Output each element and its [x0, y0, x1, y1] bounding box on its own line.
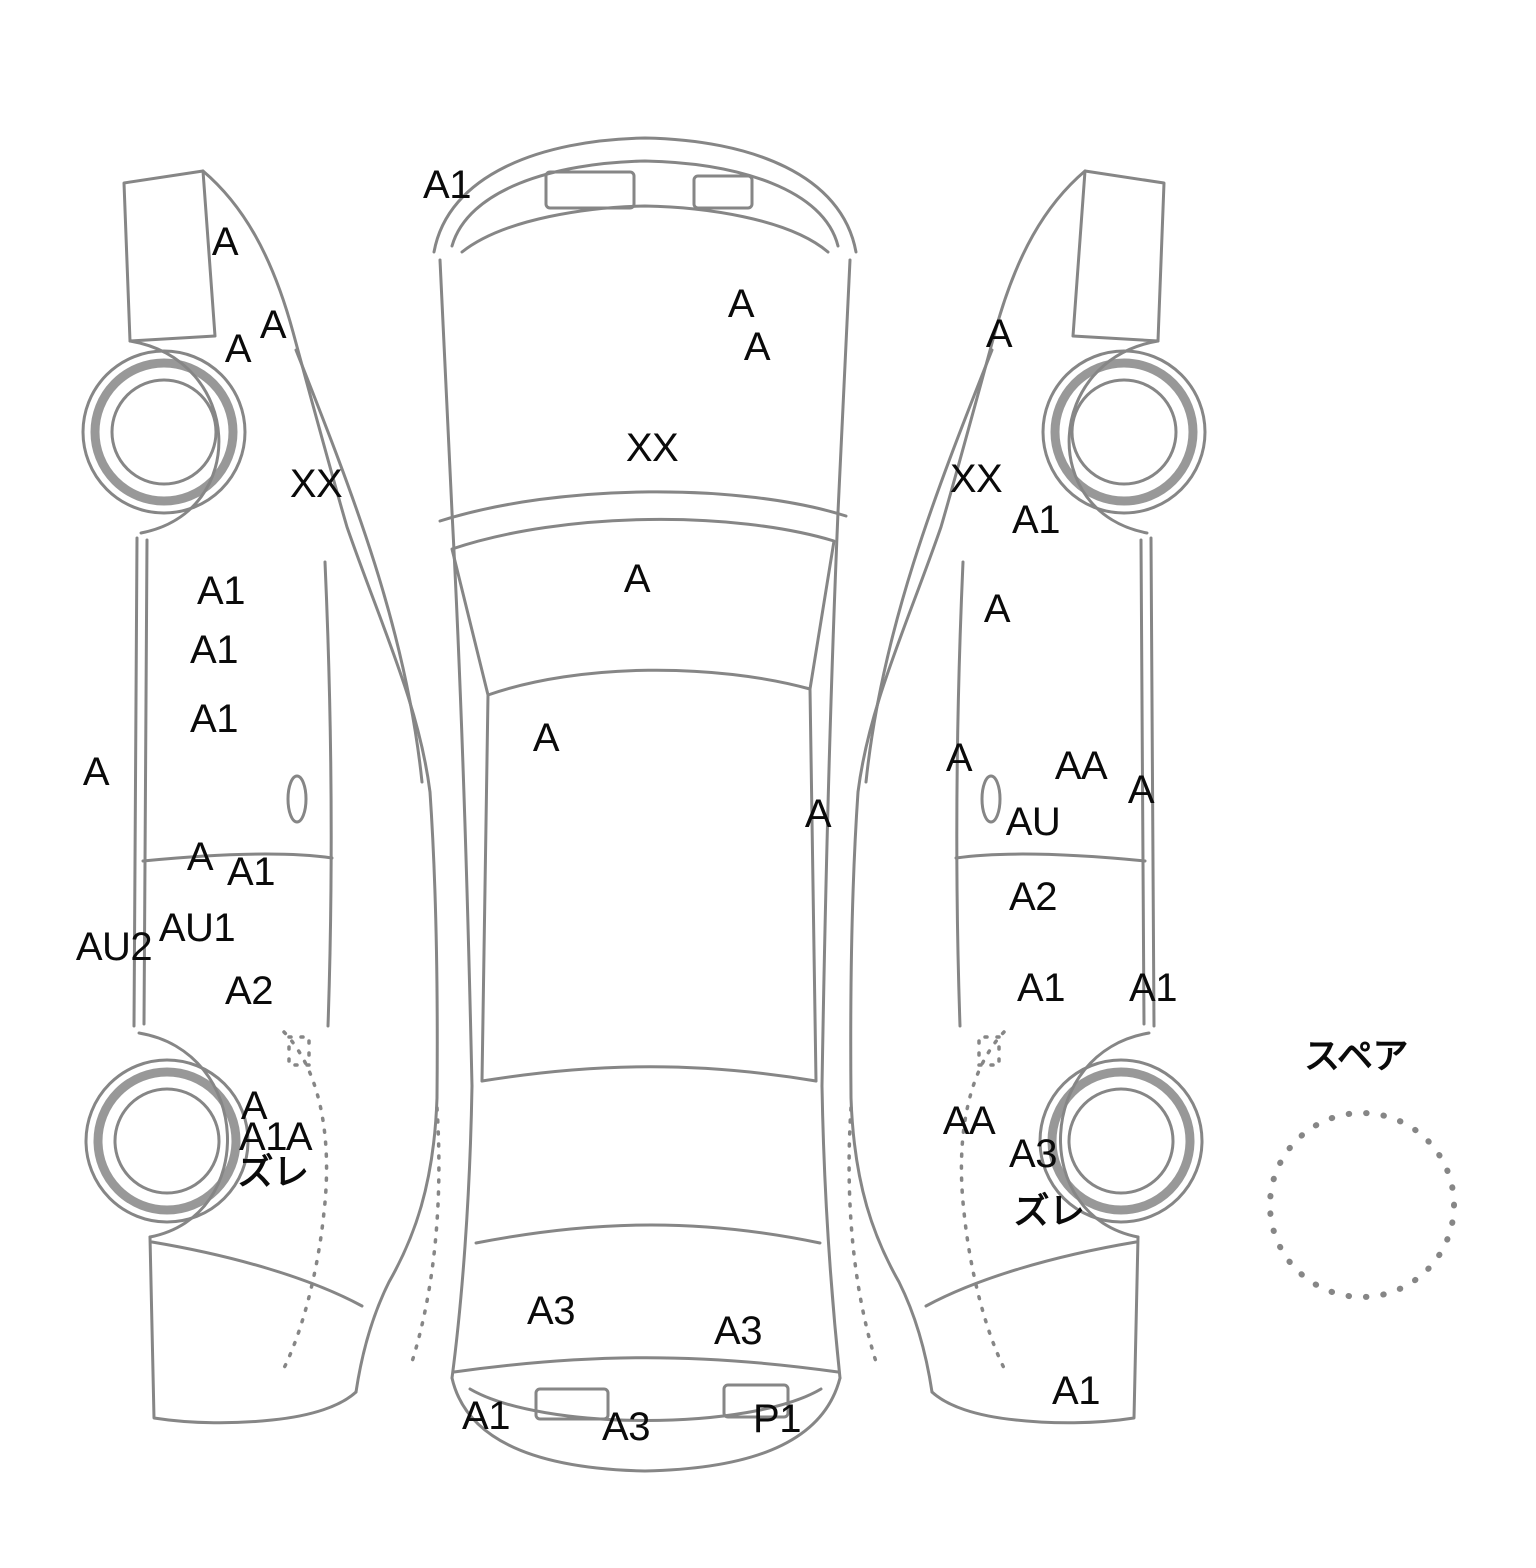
damage-code-label: A1 [1012, 498, 1060, 542]
damage-code-label: A3 [714, 1309, 762, 1353]
roof-rail-right [808, 687, 818, 1083]
body-side-right [820, 510, 840, 1088]
quarter-side-right [820, 1084, 842, 1380]
damage-code-label: A [82, 750, 110, 794]
damage-code-label: A [211, 220, 239, 264]
damage-code-label: A2 [1009, 875, 1057, 919]
damage-code-label: A1 [1017, 966, 1065, 1010]
damage-code-label: A3 [602, 1405, 650, 1449]
damage-code-label: A [983, 587, 1011, 631]
body-side-left [450, 510, 474, 1088]
damage-code-label: A [186, 835, 214, 879]
rear-panel-detail [722, 1383, 790, 1419]
front-bumper-inner [450, 159, 840, 248]
damage-code-label: XX [289, 462, 343, 506]
roof-rail-left [480, 693, 490, 1083]
hood-side-right [836, 258, 852, 514]
damage-code-label: A3 [527, 1289, 575, 1333]
damage-code-label: A1 [227, 850, 275, 894]
damage-code-label: AA [942, 1099, 996, 1143]
damage-code-label: A1 [190, 697, 238, 741]
damage-code-label: A1 [423, 163, 471, 207]
damage-code-label: A [285, 1115, 313, 1159]
damage-code-label: A1 [462, 1394, 510, 1438]
car-top-view [432, 136, 858, 1473]
damage-code-label: A [985, 312, 1013, 356]
damage-code-label: A [240, 1084, 268, 1128]
rear-bumper-outline [450, 1376, 842, 1473]
front-panel-detail [692, 174, 754, 210]
damage-code-label: AU1 [158, 906, 236, 950]
damage-code-label: A [532, 716, 560, 760]
left-side-view [83, 171, 439, 1423]
displacement-label: ズレ [1013, 1190, 1085, 1231]
hood-side-left [438, 258, 454, 514]
damage-code-label: A [727, 282, 755, 326]
damage-code-label: A3 [1009, 1132, 1057, 1176]
damage-code-label: A1 [197, 569, 245, 613]
damage-code-label: AA [1054, 744, 1108, 788]
roof-rear-line [480, 1065, 818, 1083]
damage-code-label: A [623, 557, 651, 601]
damage-code-label: A1 [1052, 1369, 1100, 1413]
trunk-line [452, 1356, 840, 1374]
front-panel-detail [544, 170, 636, 210]
rear-panel-detail [534, 1387, 610, 1421]
rear-window-line [474, 1223, 822, 1245]
front-cowl-line [460, 204, 830, 254]
spare-tire-label: スペア [1304, 1035, 1408, 1076]
damage-code-label: A [804, 792, 832, 836]
damage-code-label: A [945, 736, 973, 780]
windshield-outline [450, 517, 836, 697]
damage-code-label: P1 [753, 1397, 801, 1441]
damage-code-label: A [1127, 768, 1155, 812]
damage-code-label: A [224, 327, 252, 371]
cowl-upper-line [438, 490, 848, 523]
quarter-side-left [450, 1084, 474, 1380]
damage-code-label: A [259, 303, 287, 347]
damage-code-label: AU2 [75, 925, 153, 969]
rear-bumper-inner [468, 1387, 823, 1422]
damage-code-label: A2 [225, 969, 273, 1013]
displacement-label: ズレ [237, 1151, 309, 1192]
damage-code-label: A1 [1129, 966, 1177, 1010]
front-bumper-outline [432, 136, 858, 254]
damage-code-label: A1 [239, 1115, 287, 1159]
spare-tire-dotted-circle [1267, 1110, 1457, 1300]
damage-code-label: XX [625, 426, 679, 470]
damage-code-label: XX [949, 457, 1003, 501]
damage-code-label: A [743, 325, 771, 369]
spare-tire [1267, 1110, 1457, 1300]
damage-code-label: AU [1005, 800, 1061, 844]
damage-code-label: A1 [190, 628, 238, 672]
